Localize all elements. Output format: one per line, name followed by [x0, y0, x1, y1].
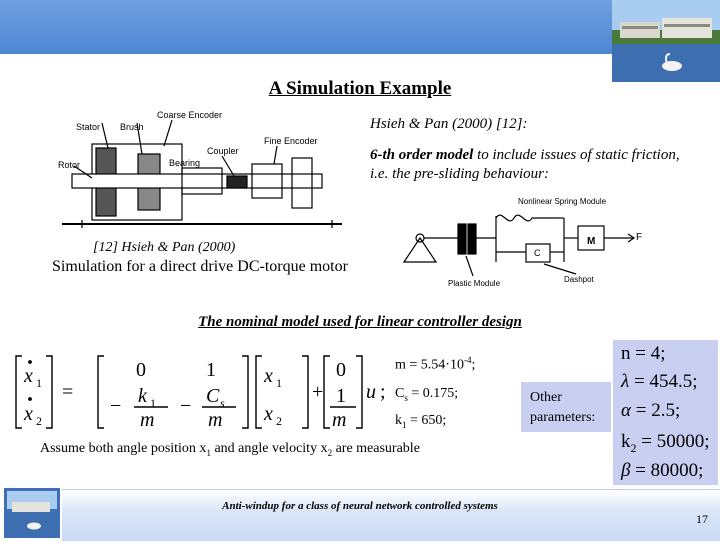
slide-title: A Simulation Example	[268, 78, 452, 99]
page-number: 17	[696, 512, 708, 526]
label-coupler: Coupler	[207, 146, 239, 156]
reference-caption: [12] Hsieh & Pan (2000)	[93, 240, 236, 255]
reference-line: Hsieh & Pan (2000) [12]:	[370, 116, 528, 132]
footer-text: Anti-windup for a class of neural networ…	[222, 500, 498, 512]
eq-one: 1	[206, 359, 216, 381]
campus-photo	[612, 0, 720, 82]
eq-zero: 0	[136, 359, 146, 381]
label-rotor: Rotor	[58, 160, 80, 170]
eq-x1dot: x	[23, 365, 33, 387]
eq-equals: =	[62, 381, 73, 403]
label-dashpot: Dashpot	[564, 275, 595, 284]
svg-text:−: −	[110, 395, 121, 417]
label-plastic: Plastic Module	[448, 279, 501, 288]
eq-plus: +	[312, 381, 323, 403]
label-bearing: Bearing	[169, 158, 200, 168]
svg-text:0: 0	[336, 359, 346, 381]
university-logo	[4, 488, 60, 538]
svg-text:;: ;	[380, 381, 386, 403]
nominal-model-heading: The nominal model used for linear contro…	[198, 314, 522, 330]
param-lambda: λ = 454.5;	[621, 371, 698, 392]
label-stator: Stator	[76, 122, 100, 132]
other-parameters-box	[521, 382, 611, 432]
other-parameters-label: Other parameters:	[530, 390, 596, 425]
friction-model-diagram: Nonlinear Spring Module C M F Plastic Mo…	[398, 186, 660, 290]
label-coarse-encoder: Coarse Encoder	[157, 110, 222, 120]
param-alpha: α = 2.5;	[621, 400, 681, 421]
svg-text:m: m	[332, 409, 346, 431]
svg-text:m: m	[208, 409, 222, 431]
eq-x2: x	[263, 403, 273, 425]
cs-value: Cs = 0.175;	[395, 386, 459, 403]
k1-value: k1 = 650;	[395, 413, 447, 430]
label-brush: Brush	[120, 122, 144, 132]
state-space-equation: x 1 x 2 = 0 1 − k 1 m − C s m x 1 x 2 + …	[10, 352, 390, 437]
svg-text:C: C	[206, 385, 220, 407]
param-beta: β = 80000;	[621, 460, 704, 481]
model-bold: 6-th order model	[370, 147, 474, 163]
parameters-box	[613, 340, 718, 485]
param-n: n = 4;	[621, 343, 666, 364]
model-rest: to include issues of static friction, i.…	[370, 147, 680, 182]
label-m: M	[587, 236, 595, 247]
eq-x1: x	[263, 365, 273, 387]
svg-text:1: 1	[276, 376, 282, 390]
svg-text:2: 2	[36, 414, 42, 428]
svg-text:1: 1	[36, 376, 42, 390]
header-bar	[0, 0, 612, 54]
simulation-caption: Simulation for a direct drive DC-torque …	[52, 258, 348, 275]
svg-text:2: 2	[276, 414, 282, 428]
svg-text:s: s	[220, 396, 225, 410]
param-k2: k2 = 50000;	[621, 431, 710, 455]
label-cs: C	[534, 248, 541, 258]
eq-x2dot: x	[23, 403, 33, 425]
footer-bar	[62, 489, 720, 541]
svg-text:−: −	[180, 395, 191, 417]
mass-value: m = 5.54·10-4;	[395, 355, 476, 373]
eq-u: u	[366, 381, 376, 403]
label-fine-encoder: Fine Encoder	[264, 136, 318, 146]
motor-diagram: Coarse Encoder Stator Brush Fine Encoder…	[52, 108, 352, 240]
svg-text:k: k	[138, 385, 148, 407]
svg-text:1: 1	[150, 396, 156, 410]
svg-text:1: 1	[336, 385, 346, 407]
label-f: F	[636, 232, 642, 243]
model-description: 6-th order model to include issues of st…	[370, 146, 700, 184]
assumption-text: Assume both angle position x1 and angle …	[40, 441, 420, 458]
svg-text:m: m	[140, 409, 154, 431]
label-nonlinear-spring: Nonlinear Spring Module	[518, 197, 607, 206]
